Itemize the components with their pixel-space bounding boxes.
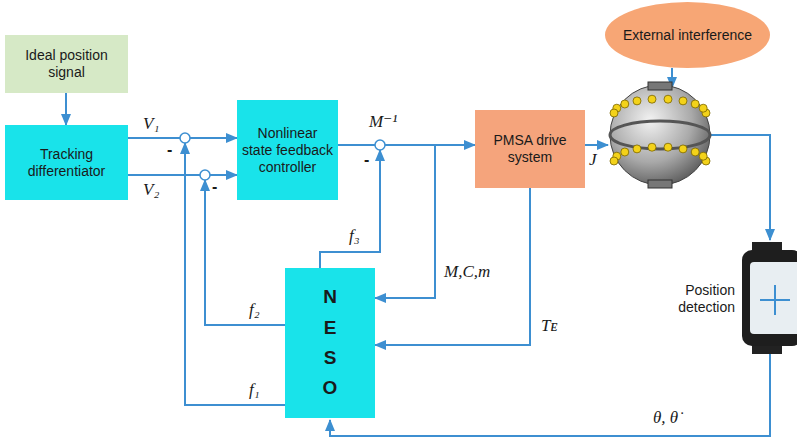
node-text: PMSA drive system — [475, 132, 585, 166]
signal-label: f₃ — [348, 226, 361, 245]
spherical-motor — [610, 82, 710, 188]
sensor-label: Position detection — [624, 282, 736, 316]
minus-sign: - — [211, 177, 218, 196]
signal-label: f₂ — [248, 300, 261, 319]
process-box: Ideal position signal — [5, 35, 128, 93]
signal-connector — [205, 180, 285, 325]
signal-connector — [375, 188, 530, 345]
signal-connector — [375, 145, 435, 298]
signal-connector — [128, 174, 237, 176]
signal-label: f₁ — [248, 380, 261, 399]
signal-label: V₂ — [142, 180, 160, 199]
node-text: Nonlinear state feedback controller — [237, 125, 338, 176]
signal-label: θ, θ̇ — [652, 408, 679, 427]
process-box: NESO — [285, 268, 375, 418]
minus-sign: - — [363, 150, 370, 169]
signal-label: M,C,m — [443, 262, 491, 281]
signal-label: Tᴇ — [540, 316, 558, 335]
signal-connector — [338, 144, 475, 146]
process-box: PMSA drive system — [475, 110, 585, 188]
ellipse-node: External interference — [605, 2, 770, 68]
signal-label: M⁻¹ — [368, 112, 398, 131]
position-sensor — [742, 242, 797, 354]
process-box: Nonlinear state feedback controller — [237, 100, 338, 200]
signal-label: V₁ — [142, 114, 160, 133]
node-text: Ideal position signal — [5, 47, 128, 81]
minus-sign: - — [166, 140, 173, 159]
node-text: External interference — [619, 27, 756, 44]
plant-wiring — [330, 68, 770, 436]
signal-label: J — [588, 150, 598, 169]
signal-connector — [65, 93, 67, 125]
node-text: Tracking differentiator — [5, 146, 128, 180]
process-box: Tracking differentiator — [5, 125, 128, 200]
node-text: NESO — [321, 282, 340, 404]
